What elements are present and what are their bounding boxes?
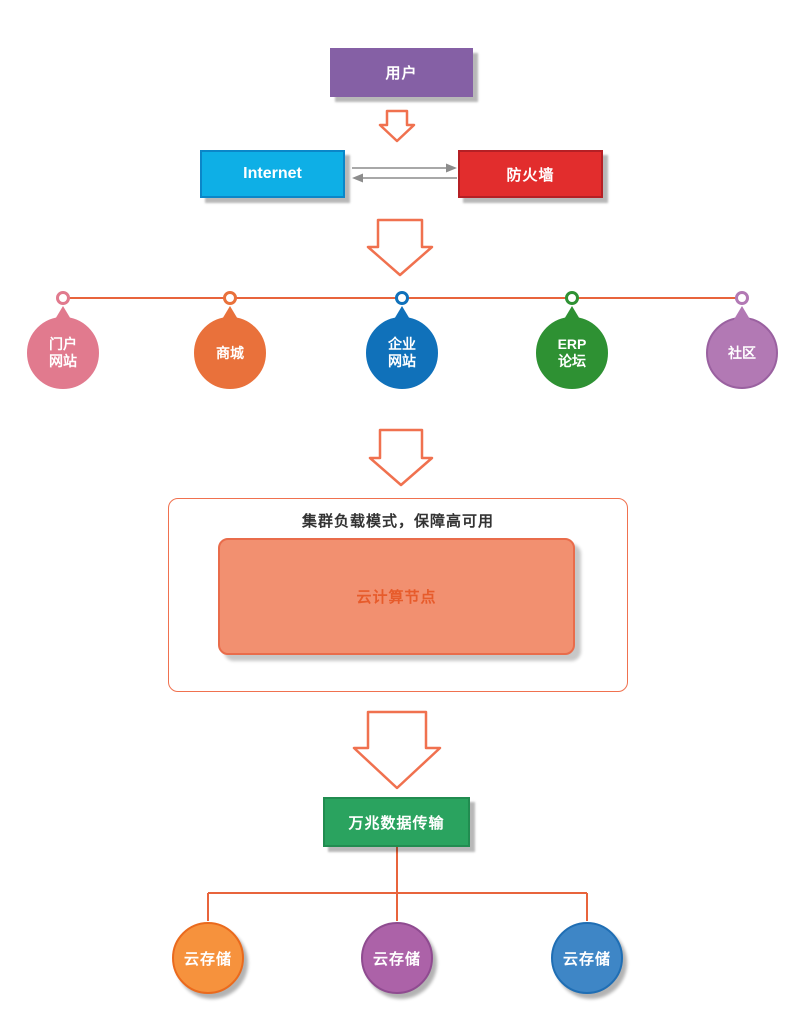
left-arrowhead-icon xyxy=(352,173,363,183)
user-node-label: 用户 xyxy=(385,65,418,82)
timeline-ring xyxy=(223,291,237,305)
site-node-erp: ERP 论坛 xyxy=(536,317,608,389)
site-node-mall: 商城 xyxy=(194,317,266,389)
timeline-ring xyxy=(395,291,409,305)
bidirectional-link xyxy=(352,163,457,183)
cluster-title: 集群负载模式，保障高可用 xyxy=(301,513,494,530)
internet-node: Internet xyxy=(200,150,345,198)
timeline-rail xyxy=(56,291,749,305)
transport-node: 万兆数据传输 xyxy=(323,797,470,847)
down-arrow-icon xyxy=(368,428,434,487)
firewall-node: 防火墙 xyxy=(458,150,603,198)
site-node-label: 门户 网站 xyxy=(49,336,77,369)
timeline-ring xyxy=(565,291,579,305)
site-node-label: 企业 网站 xyxy=(388,336,416,369)
cloud-storage-label: 云存储 xyxy=(183,950,232,968)
storage-tree-connector xyxy=(207,847,588,921)
cloud-storage-node-3: 云存储 xyxy=(551,922,623,994)
user-node: 用户 xyxy=(330,48,473,97)
site-node-label: 商城 xyxy=(216,344,244,361)
firewall-node-label: 防火墙 xyxy=(506,166,555,184)
cloud-storage-label: 云存储 xyxy=(372,950,421,968)
site-node-enterprise: 企业 网站 xyxy=(366,317,438,389)
internet-node-label: Internet xyxy=(243,165,302,182)
down-arrow-icon xyxy=(366,218,434,277)
cloud-storage-label: 云存储 xyxy=(562,950,611,968)
timeline-ring xyxy=(56,291,70,305)
right-arrowhead-icon xyxy=(446,163,457,173)
site-node-portal: 门户 网站 xyxy=(27,317,99,389)
cloud-compute-node: 云计算节点 xyxy=(218,538,575,655)
timeline-ring xyxy=(735,291,749,305)
down-arrow-icon xyxy=(378,109,416,143)
site-node-label: ERP 论坛 xyxy=(557,336,587,369)
site-node-label: 社区 xyxy=(728,344,756,361)
cloud-storage-node-1: 云存储 xyxy=(172,922,244,994)
cloud-compute-node-label: 云计算节点 xyxy=(356,589,437,606)
transport-node-label: 万兆数据传输 xyxy=(348,814,445,832)
site-node-community: 社区 xyxy=(706,317,778,389)
cloud-storage-node-2: 云存储 xyxy=(361,922,433,994)
down-arrow-icon xyxy=(352,710,442,790)
